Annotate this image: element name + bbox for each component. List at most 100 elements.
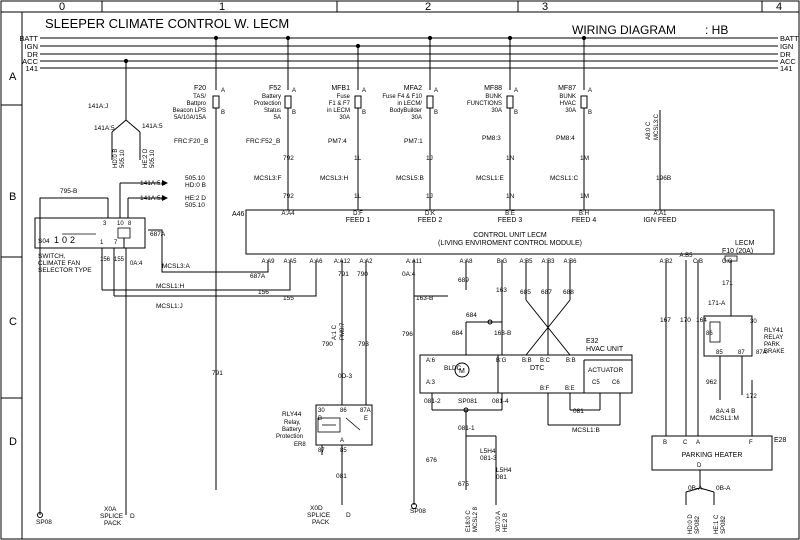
svg-text:HD:0 B: HD:0 B (185, 182, 206, 189)
svg-text:Fuse F4 & F10: Fuse F4 & F10 (382, 94, 422, 100)
svg-text:A:1 C: A:1 C (332, 324, 338, 340)
svg-text:TAS/: TAS/ (193, 94, 206, 100)
svg-text:Fuse: Fuse (337, 94, 351, 100)
svg-text:HD:0 D: HD:0 D (688, 514, 694, 534)
svg-text:LECM: LECM (735, 240, 755, 247)
svg-text:PACK: PACK (312, 519, 330, 526)
svg-text:BLDC: BLDC (444, 365, 462, 372)
svg-text:676: 676 (426, 457, 437, 464)
svg-text:MCSL3:A: MCSL3:A (162, 263, 190, 270)
svg-text:MF87: MF87 (558, 85, 576, 92)
svg-text:689: 689 (458, 277, 469, 284)
svg-text:B: B (434, 110, 438, 116)
svg-text:PARKING HEATER: PARKING HEATER (682, 452, 743, 459)
svg-text:Protection: Protection (276, 434, 303, 440)
grid-row-b: B (9, 191, 16, 203)
svg-text:CLIMATE FAN: CLIMATE FAN (38, 260, 80, 267)
svg-text:792: 792 (283, 193, 294, 200)
svg-text:HVAC: HVAC (560, 101, 577, 107)
svg-text:163-B: 163-B (494, 330, 511, 337)
svg-text:1J: 1J (426, 193, 433, 200)
svg-text:87A: 87A (756, 350, 767, 356)
svg-text:L5H4: L5H4 (480, 448, 496, 455)
svg-text:A:B5: A:B5 (679, 253, 693, 259)
grid-row-labels: A B C D (9, 71, 17, 448)
bus-141-left: 141 (25, 64, 38, 73)
svg-text:30: 30 (750, 319, 757, 325)
grid-col-4: 4 (776, 1, 782, 13)
svg-text:141A:5A: 141A:5A (140, 195, 166, 202)
bus-ign-left: IGN (25, 42, 38, 51)
svg-text:MCSL1:E: MCSL1:E (476, 175, 504, 182)
svg-text:B:E: B:E (505, 211, 515, 217)
svg-text:SWITCH,: SWITCH, (38, 253, 66, 260)
switch-feed-wires: 795-B 141A:5A 505.10 HD:0 B 141A:5A HE:2… (39, 175, 206, 515)
svg-text:B:H: B:H (579, 211, 589, 217)
svg-text:D: D (346, 512, 351, 519)
svg-text:B: B (318, 416, 322, 422)
svg-text:081-3: 081-3 (480, 455, 497, 462)
svg-text:688: 688 (563, 289, 574, 296)
diagram-title: SLEEPER CLIMATE CONTROL W. LECM (45, 16, 289, 31)
fuse-mfb1-connector: PM7:4 (328, 138, 347, 145)
svg-text:FEED 1: FEED 1 (346, 217, 371, 224)
svg-text:F: F (749, 440, 753, 446)
svg-text:684: 684 (452, 330, 463, 337)
svg-text:Relay,: Relay, (284, 420, 301, 426)
svg-text:PM9:7: PM9:7 (340, 322, 346, 340)
svg-text:081: 081 (496, 474, 507, 481)
svg-text:1J: 1J (426, 155, 433, 162)
svg-text:Protection: Protection (254, 101, 281, 107)
svg-text:85: 85 (340, 448, 347, 454)
switch-climate-fan-selector: S04 SWITCH, CLIMATE FAN SELECTOR TYPE 3 … (34, 217, 146, 310)
svg-text:1: 1 (100, 240, 104, 246)
svg-text:MCSL3:C: MCSL3:C (654, 113, 660, 140)
svg-text:1M: 1M (580, 155, 589, 162)
svg-text:164: 164 (696, 317, 707, 324)
svg-text:MCSL1:H: MCSL1:H (156, 283, 184, 290)
svg-text:B: B (362, 110, 366, 116)
svg-text:86: 86 (340, 408, 347, 414)
svg-text:B:E: B:E (565, 386, 575, 392)
svg-text:MFB1: MFB1 (331, 85, 350, 92)
svg-text:795-B: 795-B (60, 188, 77, 195)
grid-row-a: A (9, 71, 17, 83)
svg-text:8: 8 (128, 221, 132, 227)
svg-text:X07:0 A: X07:0 A (496, 511, 502, 532)
bus-acc-left: ACC (22, 57, 38, 66)
svg-text:0A:4: 0A:4 (402, 271, 416, 278)
svg-text:BUNK: BUNK (485, 94, 502, 100)
bus-labels-right: BATT IGN DR ACC 141 (780, 34, 799, 73)
svg-text:790: 790 (357, 271, 368, 278)
grid-row-d: D (9, 436, 17, 448)
fuse-mfa2: MFA2 Fuse F4 & F10 in LECM/ BodyBuilder … (382, 38, 438, 210)
parking-heater-e28: PARKING HEATER E28 B C A F D 0B-A 0B-A H… (651, 435, 787, 534)
svg-text:10: 10 (117, 221, 124, 227)
splice-pack-x0d: X0D SPLICE PACK D (307, 505, 351, 526)
svg-text:790: 790 (322, 341, 333, 348)
rly44-feed-wires: 791 790 A:1 C PM9:7 790 793 0D-3 (322, 260, 369, 405)
svg-text:D:K: D:K (425, 211, 435, 217)
svg-text:0: 0 (62, 235, 67, 245)
svg-text:170: 170 (680, 317, 691, 324)
svg-text:A: A (362, 88, 366, 94)
lecm-subtitle: (LIVING ENVIROMENT CONTROL MODULE) (438, 240, 582, 247)
svg-text:Battery: Battery (262, 94, 281, 100)
sp081-wiring: 081-2 081-4 SP081 081-1 L5H4 081-3 L5H4 … (424, 393, 512, 532)
svg-text:081: 081 (336, 473, 347, 480)
svg-text:87A: 87A (360, 408, 371, 414)
svg-text:5A/10A/15A: 5A/10A/15A (174, 115, 206, 121)
svg-text:155: 155 (114, 257, 125, 263)
svg-text:B: B (663, 440, 667, 446)
svg-text:A: A (588, 88, 592, 94)
svg-text:A:A1: A:A1 (653, 211, 667, 217)
svg-text:1: 1 (54, 235, 59, 245)
svg-text:171-A: 171-A (708, 300, 726, 307)
relay-rly44: 30 86 87A B A E 87 85 RLY44 Relay, Batte… (276, 404, 373, 505)
svg-text:E28: E28 (774, 437, 787, 444)
grid-column-dividers (101, 1, 763, 12)
svg-text:PACK: PACK (104, 520, 122, 527)
lecm-bottom-pins: A:A9 A:A5 A:A6 A:A12 A:A2 A:A11 A:A8 B:G… (261, 253, 703, 265)
lecm-title: CONTROL UNIT LECM (473, 232, 547, 239)
